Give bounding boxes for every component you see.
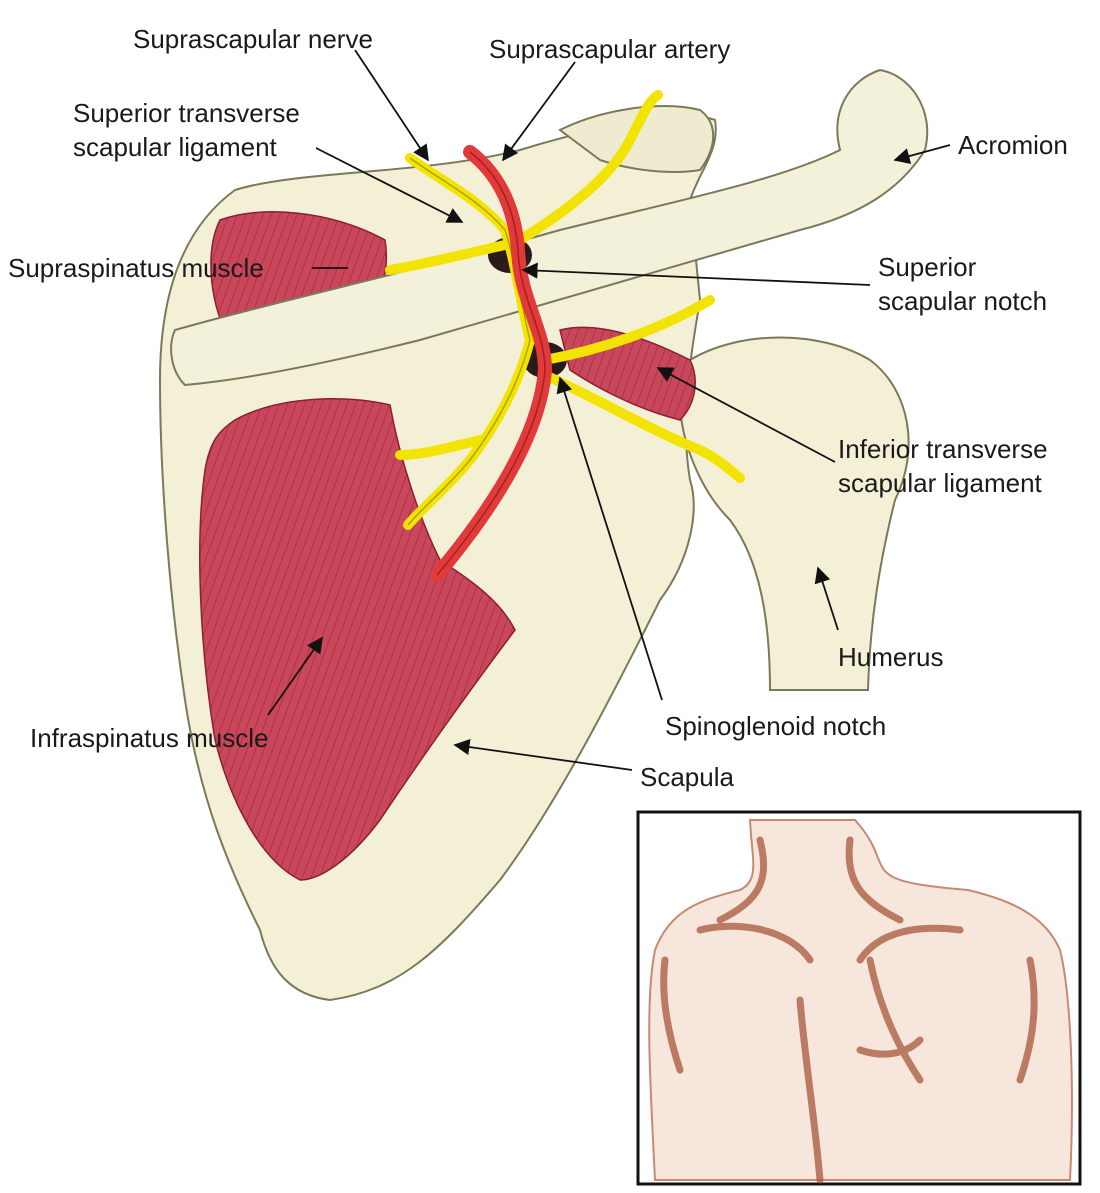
leader-inferior-ligament [656, 367, 836, 463]
label-inferior-ligament-line-2: scapular ligament [838, 468, 1042, 498]
leader-superior-ligament [315, 147, 464, 223]
leader-suprascapular-nerve [354, 49, 429, 162]
humerus-bone [678, 336, 910, 691]
label-humerus: Humerus [838, 642, 944, 672]
leader-infraspinatus [267, 636, 323, 716]
label-superior-ligament-line-2: scapular ligament [73, 132, 277, 162]
back-inset [636, 810, 1082, 1186]
label-superior-transverse-ligament: Superior transverse scapular ligament [73, 96, 300, 164]
label-superior-scapular-notch: Superior scapular notch [878, 250, 1047, 318]
leader-humerus [814, 566, 839, 631]
leader-spinoglenoid [556, 376, 663, 701]
scapular-spine [170, 68, 929, 387]
label-supraspinatus-muscle: Supraspinatus muscle [8, 253, 264, 283]
label-inferior-transverse-ligament: Inferior transverse scapular ligament [838, 432, 1048, 500]
leader-suprascapular-artery [502, 61, 576, 162]
label-scapula: Scapula [640, 762, 734, 792]
leader-acromion [893, 144, 951, 164]
coracoid-process [558, 105, 715, 173]
label-spinoglenoid-notch: Spinoglenoid notch [665, 711, 887, 741]
leader-superior-notch [521, 262, 871, 286]
label-suprascapular-nerve: Suprascapular nerve [133, 24, 373, 54]
inset-torso [648, 819, 1073, 1181]
label-superior-notch-line-2: scapular notch [878, 286, 1048, 316]
label-superior-notch-line-1: Superior [878, 252, 977, 282]
label-superior-ligament-line-1: Superior transverse [73, 98, 300, 128]
label-suprascapular-artery: Suprascapular artery [489, 34, 731, 64]
label-acromion: Acromion [958, 130, 1068, 160]
label-infraspinatus-muscle: Infraspinatus muscle [30, 723, 269, 753]
label-inferior-ligament-line-1: Inferior transverse [838, 434, 1048, 464]
leader-scapula [453, 739, 633, 771]
